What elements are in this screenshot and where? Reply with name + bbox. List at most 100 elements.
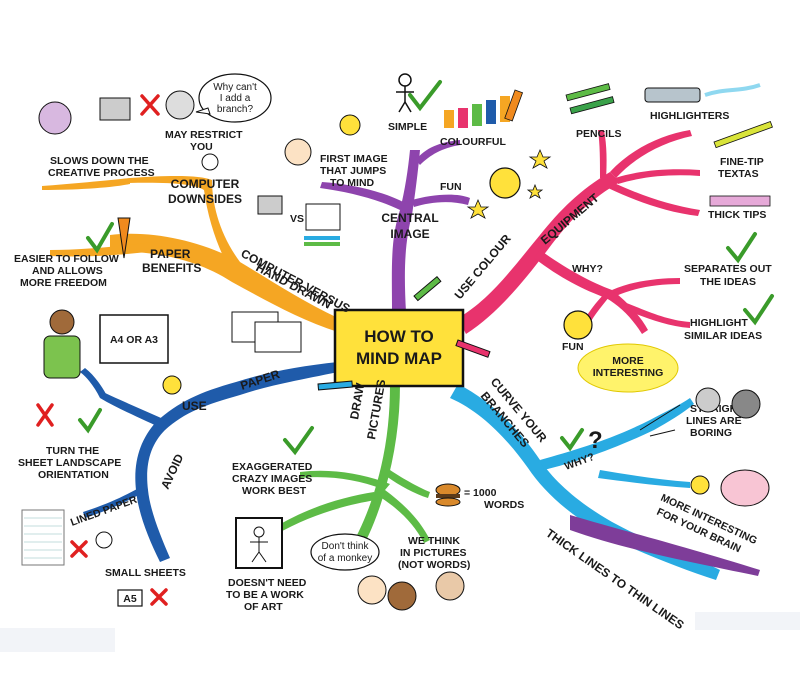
label-fun-central: FUN: [440, 181, 462, 193]
paint-strokes-icon: [444, 89, 524, 128]
branch-equipment-thick: [608, 182, 700, 216]
thick-thin-stroke-icon: [570, 515, 760, 576]
label-simple: SIMPLE: [388, 121, 427, 133]
cross-icon: [36, 94, 168, 606]
label-landscape-2: SHEET LANDSCAPE: [18, 457, 121, 469]
label-fun-colour: FUN: [562, 341, 584, 353]
person-icon: [43, 309, 81, 379]
label-thousand-words-2: WORDS: [484, 499, 524, 511]
bubble-branch-2: I add a: [220, 93, 251, 104]
branch-draw-exaggerated: [300, 470, 390, 490]
bottom-right-strip: [695, 612, 800, 630]
label-why-colour: WHY?: [572, 263, 603, 275]
sun-icon: [339, 114, 361, 136]
label-doesnt-need-1: DOESN'T NEED: [228, 577, 307, 589]
brain-icon: [720, 469, 770, 507]
highlighter-icon: [644, 83, 761, 103]
sketch-icon: [304, 203, 341, 246]
label-draw: DRAW: [347, 381, 367, 420]
label-computer-downsides-2: DOWNSIDES: [168, 192, 242, 206]
bubble-branch-1: Why can't: [213, 82, 257, 93]
branch-central-fun: [412, 194, 470, 207]
branch-equipment-pencils: [598, 130, 607, 180]
branch-paper-avoid-lined: [83, 484, 148, 518]
branch-central-first-image: [320, 182, 405, 210]
label-a5: A5: [123, 593, 137, 605]
label-may-restrict-2: YOU: [190, 141, 213, 153]
straight-lines-faces-icon: [639, 387, 761, 437]
branch-curve-brain: [598, 470, 690, 488]
branch-curve-why: [540, 398, 694, 470]
branch-curve-your-branches: [450, 384, 720, 580]
branch-computer-downsides: [128, 175, 240, 270]
starburst-more-interesting: [577, 343, 679, 393]
label-more-interesting-1: MORE: [612, 355, 644, 367]
label-separates-1: SEPARATES OUT: [684, 263, 772, 275]
label-fine-tip-2: TEXTAS: [718, 168, 759, 180]
label-first-image-1: FIRST IMAGE: [320, 153, 388, 165]
branch-why-separates: [612, 278, 680, 296]
angry-face-icon: [165, 90, 195, 120]
label-straight-2: LINES ARE: [686, 415, 742, 427]
label-doesnt-need-2: TO BE A WORK: [226, 589, 304, 601]
label-vs: VS: [290, 213, 304, 225]
bubble-monkey-1: Don't think: [322, 541, 370, 552]
label-slows-down-2: CREATIVE PROCESS: [48, 167, 155, 179]
star-icon: [466, 148, 552, 219]
sad-face-icon: [95, 153, 219, 549]
label-separates-2: THE IDEAS: [700, 276, 756, 288]
branch-draw-think: [380, 490, 430, 543]
label-landscape-3: ORIENTATION: [38, 469, 109, 481]
center-title-line1: HOW TO: [364, 327, 434, 346]
stick-figure-frame: [235, 517, 283, 569]
label-paper-benefits-1: PAPER: [150, 247, 191, 261]
label-easier-2: AND ALLOWS: [32, 265, 103, 277]
label-use: USE: [182, 399, 207, 413]
label-we-think-3: (NOT WORDS): [398, 559, 470, 571]
label-pencils: PENCILS: [576, 128, 622, 140]
label-exaggerated-3: WORK BEST: [242, 485, 307, 497]
branch-draw-words: [386, 470, 430, 498]
branch-central-image: [391, 150, 420, 312]
label-avoid: AVOID: [158, 451, 187, 491]
faces-icon: [357, 571, 465, 611]
a5-sheet: [117, 589, 143, 607]
smiley-icon: [162, 167, 710, 495]
label-we-think-1: WE THINK: [408, 535, 460, 547]
stick-figure-icon: [396, 73, 414, 113]
branch-paper: [135, 362, 338, 562]
lined-paper-image: [21, 509, 65, 566]
label-small-sheets: SMALL SHEETS: [105, 567, 186, 579]
label-landscape-1: TURN THE: [46, 445, 99, 457]
branch-why-highlight: [620, 302, 690, 328]
textas-icon: [709, 120, 773, 207]
label-exaggerated-1: EXAGGERATED: [232, 461, 313, 473]
label-computer-downsides-1: COMPUTER: [171, 177, 240, 191]
label-central-image-2: IMAGE: [390, 227, 429, 241]
svg-text:?: ?: [588, 427, 603, 454]
check-icon: [78, 80, 774, 456]
branch-draw-art: [272, 492, 376, 535]
label-central-image-1: CENTRAL: [381, 211, 438, 225]
paper-sheets-icon: [231, 311, 302, 353]
label-highlight-1: HIGHLIGHT: [690, 317, 748, 329]
label-colourful: COLOURFUL: [440, 136, 506, 148]
center-title-line2: MIND MAP: [356, 349, 442, 368]
label-easier-3: MORE FREEDOM: [20, 277, 107, 289]
bottom-left-strip: [0, 628, 115, 652]
branch-paper-use-landscape: [80, 368, 106, 398]
label-highlighters: HIGHLIGHTERS: [650, 110, 729, 122]
label-more-interesting-2: INTERESTING: [593, 367, 664, 379]
label-first-image-3: TO MIND: [330, 177, 375, 189]
a4-sheet: [99, 314, 169, 364]
label-straight-3: BORING: [690, 427, 732, 439]
branch-computer-versus-hand-drawn: [110, 233, 338, 332]
question-mark-icon: ?: [588, 427, 603, 454]
carrot-icon: [117, 217, 131, 259]
label-paper-benefits-2: BENEFITS: [142, 261, 201, 275]
pencil-icon: [317, 276, 491, 391]
bubble-monkey-2: of a monkey: [318, 553, 372, 564]
speech-bubble-monkey: [310, 533, 380, 571]
label-lined-paper: LINED PAPER: [69, 494, 139, 529]
